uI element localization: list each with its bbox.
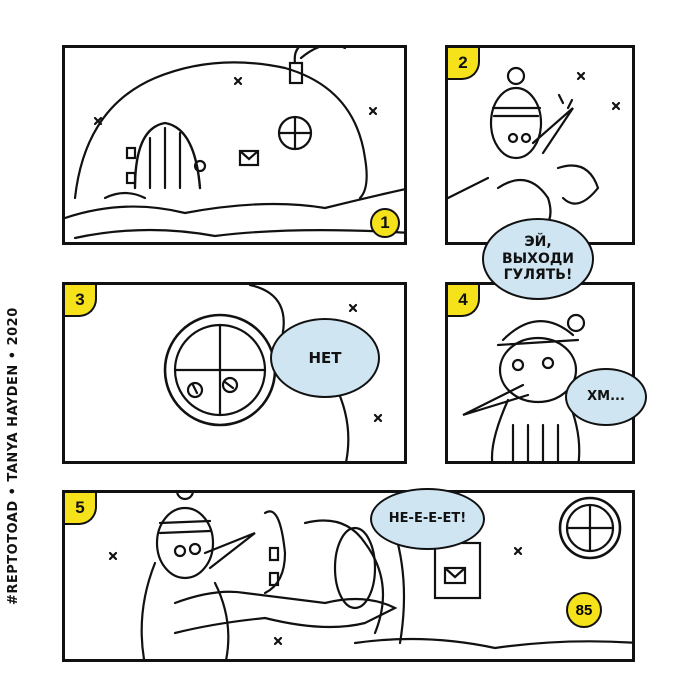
panel-number-badge: 5: [65, 493, 97, 525]
speech-bubble-panel-4: ХМ...: [565, 368, 647, 426]
character-knocking-drawing: [448, 66, 621, 240]
speech-line: ГУЛЯТЬ!: [503, 267, 573, 284]
speech-line: ЭЙ,: [524, 233, 552, 250]
credit-text: #REPTOTOAD • TANYA HAYDEN • 2020: [6, 307, 21, 605]
panel-5: 5: [62, 490, 635, 662]
igloo-house-drawing: [65, 48, 404, 240]
speech-bubble-panel-3: НЕТ: [270, 318, 380, 398]
page-number: 85: [566, 592, 602, 628]
panel-number-badge: 4: [448, 285, 480, 317]
character-pulling-door-drawing: [108, 493, 632, 659]
panel-number-badge: 3: [65, 285, 97, 317]
speech-line: ВЫХОДИ: [501, 250, 575, 267]
speech-text: НЕТ: [308, 349, 342, 367]
panel-number-badge: 1: [370, 208, 400, 238]
speech-bubble-panel-5: НЕ-Е-Е-ЕТ!: [370, 488, 485, 550]
speech-bubble-panel-2: ЭЙ, ВЫХОДИ ГУЛЯТЬ!: [482, 218, 594, 300]
panel-2: 2: [445, 45, 635, 245]
speech-text: ХМ...: [587, 389, 625, 405]
panel-4: 4: [445, 282, 635, 464]
panel-1: 1: [62, 45, 407, 245]
speech-text: НЕ-Е-Е-ЕТ!: [388, 511, 467, 527]
panel-number-badge: 2: [448, 48, 480, 80]
